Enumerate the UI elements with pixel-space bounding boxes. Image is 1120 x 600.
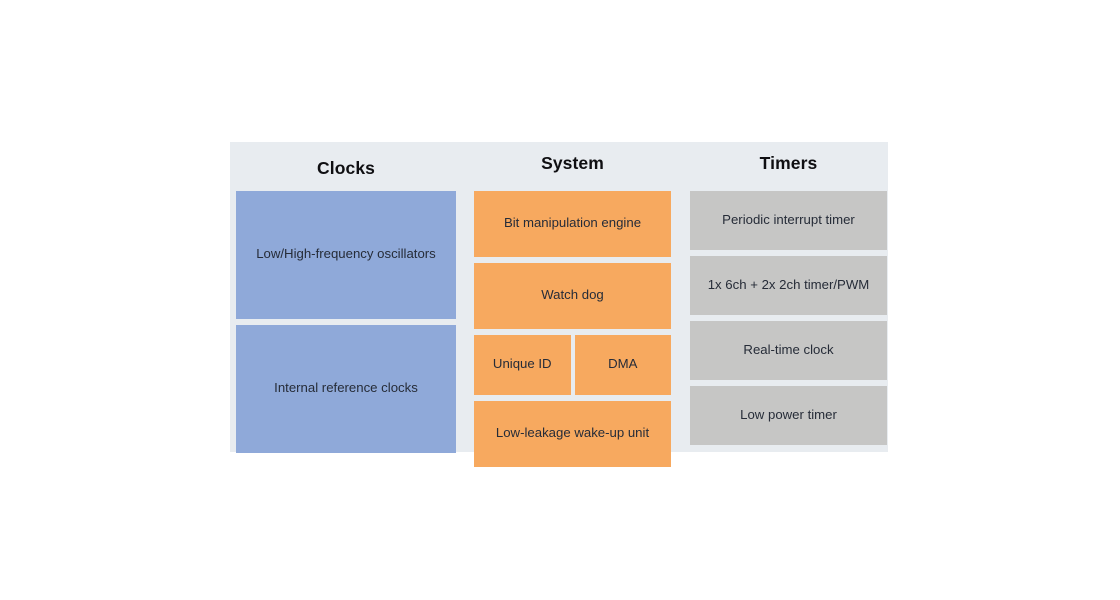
- column-timers: Timers Periodic interrupt timer 1x 6ch +…: [690, 142, 887, 452]
- block-watch-dog[interactable]: Watch dog: [474, 262, 671, 329]
- block-timer-pwm[interactable]: 1x 6ch + 2x 2ch timer/PWM: [690, 255, 887, 315]
- column-cells-system: Bit manipulation engine Watch dog Unique…: [474, 190, 671, 467]
- block-low-high-frequency-oscillators[interactable]: Low/High-frequency oscillators: [236, 190, 456, 319]
- block-periodic-interrupt-timer[interactable]: Periodic interrupt timer: [690, 190, 887, 250]
- column-heading-clocks: Clocks: [317, 158, 375, 178]
- block-dma[interactable]: DMA: [574, 334, 671, 395]
- block-row-unique-id-dma: Unique ID DMA: [474, 334, 671, 395]
- block-bit-manipulation-engine[interactable]: Bit manipulation engine: [474, 190, 671, 257]
- column-heading-system: System: [541, 153, 604, 173]
- block-internal-reference-clocks[interactable]: Internal reference clocks: [236, 324, 456, 453]
- column-cells-timers: Periodic interrupt timer 1x 6ch + 2x 2ch…: [690, 190, 887, 445]
- column-clocks: Clocks Low/High-frequency oscillators In…: [236, 142, 456, 453]
- block-real-time-clock[interactable]: Real-time clock: [690, 320, 887, 380]
- column-cells-clocks: Low/High-frequency oscillators Internal …: [236, 190, 456, 453]
- block-diagram-panel: Clocks Low/High-frequency oscillators In…: [230, 142, 888, 467]
- block-low-leakage-wake-up-unit[interactable]: Low-leakage wake-up unit: [474, 400, 671, 467]
- column-system: System Bit manipulation engine Watch dog…: [474, 142, 671, 467]
- column-heading-timers: Timers: [759, 153, 818, 173]
- block-low-power-timer[interactable]: Low power timer: [690, 385, 887, 445]
- block-unique-id[interactable]: Unique ID: [474, 334, 571, 395]
